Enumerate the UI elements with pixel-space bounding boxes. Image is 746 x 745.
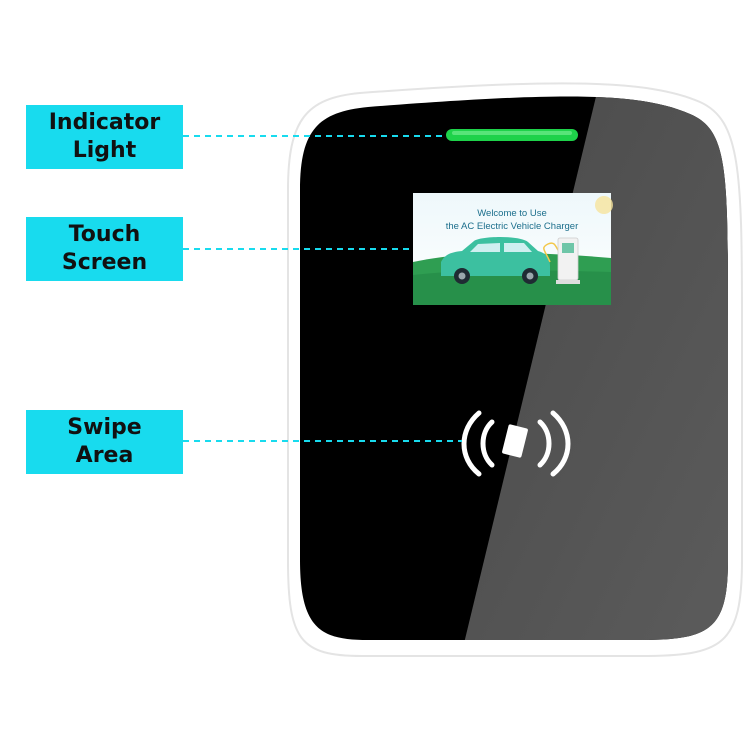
indicator-light-callout: Indicator Light xyxy=(26,105,183,169)
touch-screen[interactable]: Welcome to Use the AC Electric Vehicle C… xyxy=(413,193,613,305)
callout-label-line2: Light xyxy=(72,138,137,163)
callout-label-line1: Swipe xyxy=(67,415,142,440)
callout-label-line2: Screen xyxy=(61,250,148,275)
sun-icon xyxy=(595,196,613,214)
welcome-line-2: the AC Electric Vehicle Charger xyxy=(446,221,579,232)
indicator-light-glow xyxy=(452,131,572,135)
glass-reflection xyxy=(460,96,728,640)
welcome-line-1: Welcome to Use xyxy=(477,208,547,219)
callout-label-line2: Area xyxy=(75,443,134,468)
callout-label-line1: Touch xyxy=(68,222,141,247)
swipe-area-callout: Swipe Area xyxy=(26,410,183,474)
touch-screen-callout: Touch Screen xyxy=(26,217,183,281)
callout-label-line1: Indicator xyxy=(48,110,161,135)
electric-car-icon xyxy=(441,237,550,284)
charging-station-icon xyxy=(543,237,580,284)
nfc-card-icon[interactable] xyxy=(461,410,571,477)
